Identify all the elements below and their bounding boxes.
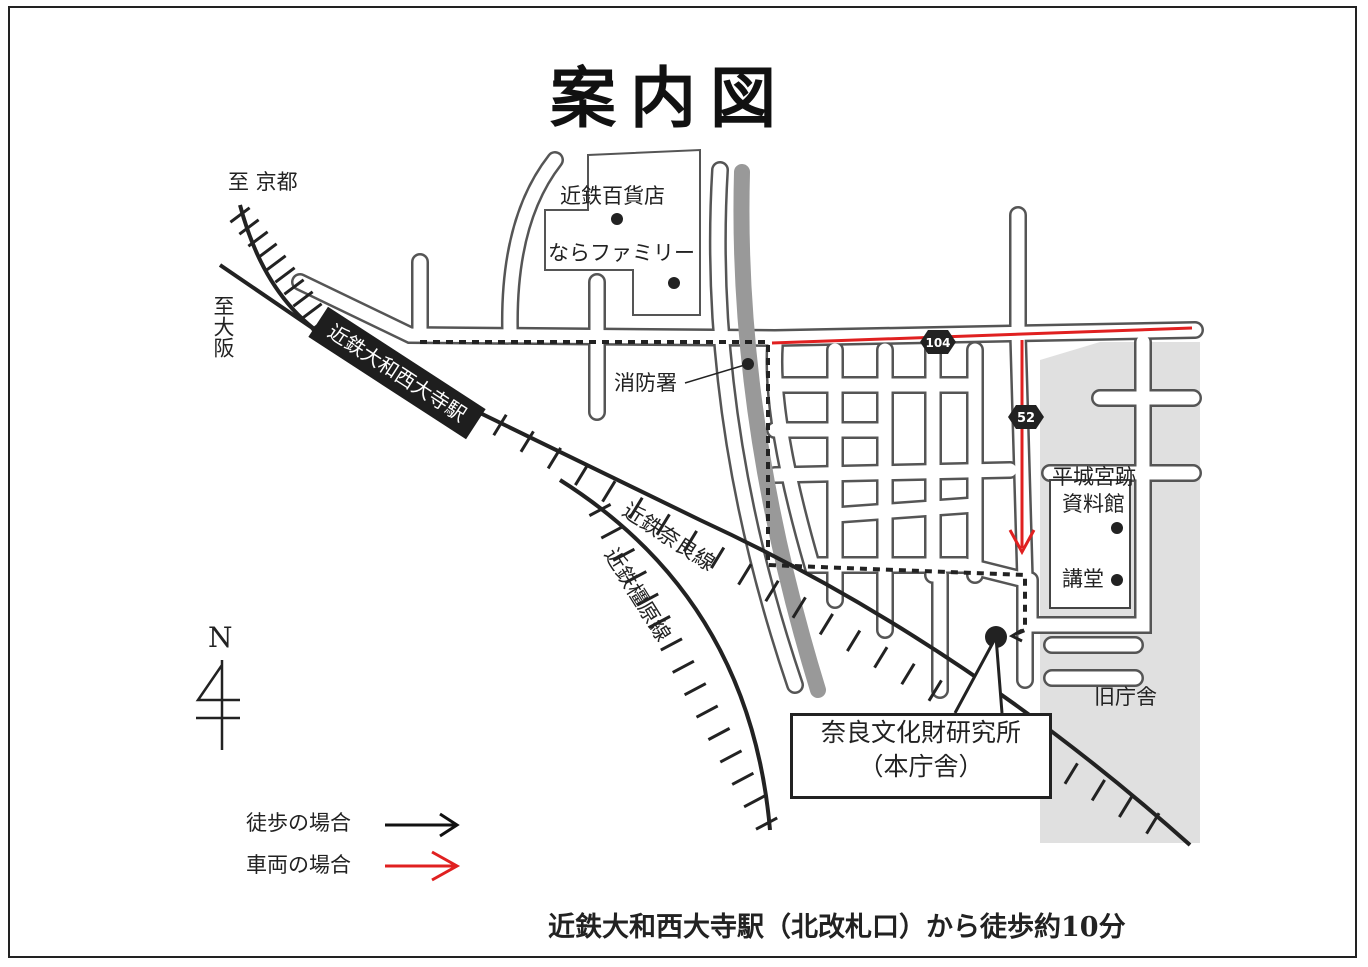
museum-building — [1049, 479, 1131, 609]
railway-tie — [574, 463, 590, 486]
old-office-label: 旧庁舎 — [1094, 685, 1157, 709]
route-104-badge — [920, 330, 956, 354]
railway-tie — [1145, 812, 1161, 835]
walking-arrow-head — [1008, 628, 1023, 643]
railway-tie — [695, 704, 719, 719]
kyoto-label: 至 京都 — [228, 170, 298, 194]
railway-tie — [546, 447, 562, 470]
railway-tie — [682, 530, 698, 553]
museum-label-2: 資料館 — [1062, 492, 1125, 516]
railway-tie — [519, 430, 535, 453]
dept-store-label: 近鉄百貨店 — [560, 184, 665, 208]
north-label: N — [208, 621, 233, 654]
fire-station-leader — [684, 363, 749, 384]
car-route — [771, 326, 1193, 556]
legend-walk-arrow — [385, 812, 460, 838]
museum-dot — [1111, 522, 1123, 534]
railway-tie — [600, 525, 624, 540]
railway-tie — [710, 546, 726, 569]
railway-tie — [492, 413, 508, 437]
railway-tie — [229, 206, 251, 224]
dept-store-dot — [611, 213, 623, 225]
river — [733, 164, 826, 698]
railway-tie — [818, 613, 834, 636]
lecture-hall-label: 講堂 — [1062, 567, 1104, 591]
railway-tie — [660, 637, 683, 652]
railway-tie — [624, 570, 648, 585]
legend-walk-label: 徒歩の場合 — [246, 811, 351, 835]
railway-tie — [1063, 762, 1079, 785]
map-frame — [8, 6, 1357, 958]
destination-name: 奈良文化財研究所 — [820, 718, 1021, 747]
railway-tie — [791, 596, 807, 619]
railway-tie — [1118, 795, 1134, 818]
railway-tie — [636, 592, 659, 607]
railway-tie — [274, 266, 296, 284]
railway-tie — [292, 290, 314, 308]
lecture-hall-dot — [1111, 574, 1123, 586]
railway-tie — [247, 230, 269, 248]
railway-tie — [719, 749, 743, 764]
railway-tie — [764, 579, 780, 603]
map-title: 案内図 — [550, 59, 790, 137]
fire-station-label: 消防署 — [614, 371, 677, 395]
railway-tie — [873, 646, 889, 669]
railway-tie — [301, 302, 323, 320]
railway-tie — [265, 254, 287, 272]
route-104-label: 104 — [925, 336, 950, 350]
railway-tie — [238, 218, 260, 236]
railway-tie — [900, 662, 916, 686]
railway-tie — [655, 513, 671, 536]
railway-tie — [737, 563, 753, 586]
nara-family-dot — [668, 277, 680, 289]
nara-family-label: ならファミリー — [548, 241, 695, 265]
museum-label-1: 平城宮跡 — [1052, 465, 1136, 489]
legend-car-label: 車両の場合 — [246, 853, 351, 877]
north-arrow — [195, 660, 240, 750]
railway-tie — [283, 278, 305, 296]
railway-lines — [218, 204, 1192, 847]
railway-tie — [256, 242, 278, 260]
railway-tie — [612, 547, 636, 562]
railway-tie — [846, 629, 862, 652]
railway-tie — [927, 679, 943, 702]
osaka-label: 至大阪 — [211, 295, 235, 358]
railway-tie — [628, 496, 644, 520]
railway-tie — [588, 503, 612, 517]
railway-tie — [683, 682, 707, 697]
dept-store-block — [544, 148, 701, 316]
walking-route — [420, 340, 1027, 637]
railway-tie — [1090, 779, 1106, 802]
footer-note: 近鉄大和西大寺駅（北改札口）から徒歩約10分 — [548, 912, 1126, 943]
railway-tie — [707, 727, 731, 741]
railway-tie — [755, 816, 778, 831]
legend-car-arrow — [385, 850, 461, 882]
destination-callout: 奈良文化財研究所 （本庁舎） — [790, 713, 1052, 799]
railway-tie — [743, 794, 767, 809]
destination-pointer — [953, 631, 1004, 714]
route-52-label: 52 — [1017, 411, 1035, 426]
destination-subname: （本庁舎） — [858, 752, 984, 781]
railway-tie — [648, 615, 671, 629]
railway-tie — [601, 480, 617, 503]
railway-tie — [671, 659, 695, 674]
railway-tie — [731, 771, 755, 786]
route-52-badge — [1008, 405, 1044, 429]
